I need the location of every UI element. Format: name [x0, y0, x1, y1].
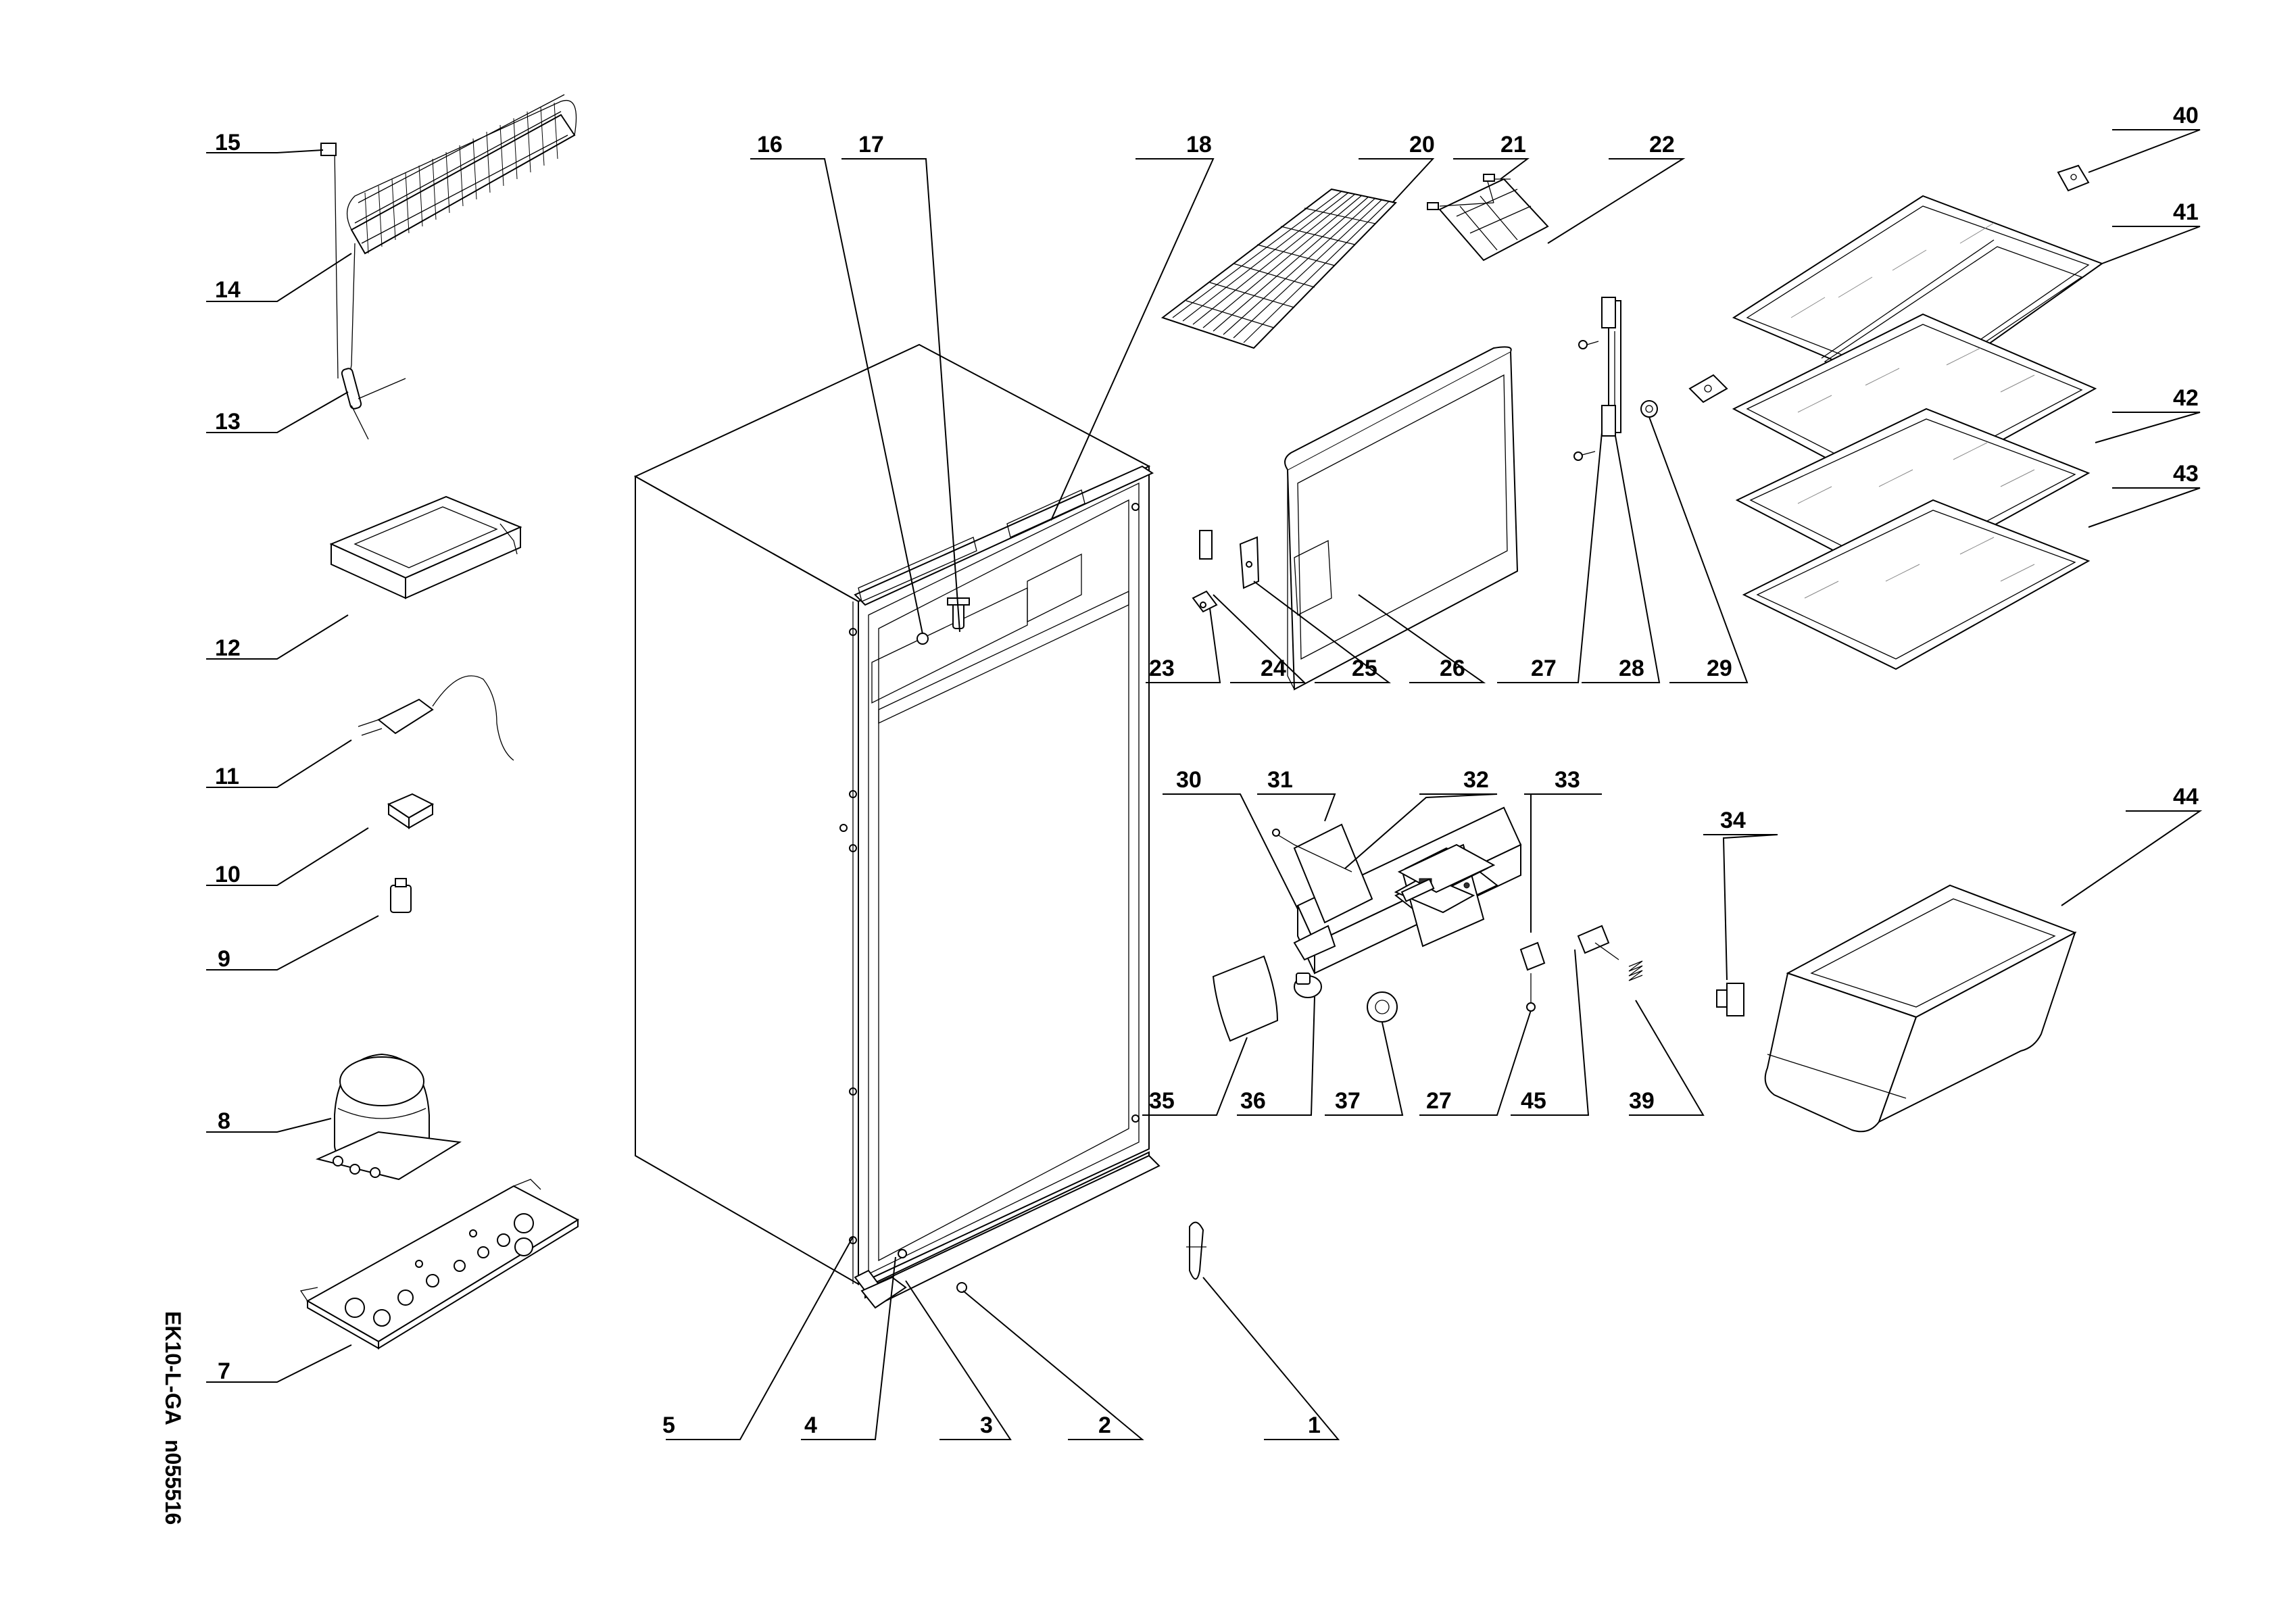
shelf-texture [1790, 222, 2035, 599]
label-10: 10 [215, 862, 241, 887]
lamp-bulb-part [1294, 973, 1322, 998]
label-20: 20 [1409, 132, 1435, 157]
glass-shelf-44 [1742, 499, 2091, 670]
model-code-text: EK10-L-GA [161, 1311, 185, 1425]
drawing-number-text: n055516 [161, 1440, 185, 1525]
label-2: 2 [1098, 1412, 1111, 1438]
label-9: 9 [218, 946, 230, 972]
freezer-hinge-parts [1192, 530, 1260, 613]
door-bracket-part [1573, 297, 1621, 461]
label-33: 33 [1555, 767, 1580, 793]
label-18: 18 [1186, 132, 1212, 157]
label-12: 12 [215, 635, 241, 661]
washer-part [1640, 400, 1658, 418]
overload-protector-part [390, 878, 412, 913]
label-31: 31 [1267, 767, 1293, 793]
label-15: 15 [215, 130, 241, 155]
label-14: 14 [215, 277, 241, 303]
spring-part [1628, 960, 1643, 981]
crisper-drawer-part [1764, 884, 2077, 1133]
label-29: 29 [1707, 656, 1732, 681]
ice-tray-part [1427, 174, 1549, 262]
label-27b: 27 [1426, 1088, 1452, 1114]
leader-lines [206, 129, 2203, 1440]
label-22: 22 [1649, 132, 1675, 157]
label-13: 13 [215, 409, 241, 435]
wire-shelf-part [1161, 188, 1397, 349]
label-1: 1 [1308, 1412, 1321, 1438]
label-26: 26 [1440, 656, 1465, 681]
top-hinge-part [2057, 164, 2090, 192]
power-plug-part [358, 675, 514, 761]
door-switch-part [1577, 925, 1619, 960]
label-16: 16 [757, 132, 783, 157]
knob-part [1367, 991, 1398, 1023]
actuator-part [1716, 983, 1744, 1016]
label-24: 24 [1261, 656, 1286, 681]
label-25: 25 [1352, 656, 1377, 681]
compressor-base-plate-part [299, 1179, 580, 1350]
label-40: 40 [2173, 103, 2199, 128]
compressor-part [315, 1053, 462, 1181]
label-21: 21 [1500, 132, 1526, 157]
relay-part [387, 793, 435, 829]
hinge-plate-part [1688, 374, 1728, 403]
label-34: 34 [1720, 808, 1746, 833]
label-17: 17 [858, 132, 884, 157]
label-41: 41 [2173, 199, 2199, 225]
label-4: 4 [804, 1412, 817, 1438]
refrigerator-cabinet-part [633, 343, 1161, 1309]
filter-drier-part [341, 368, 406, 440]
label-32: 32 [1463, 767, 1489, 793]
label-35: 35 [1149, 1088, 1175, 1114]
capillary-sensor-part [1272, 829, 1352, 873]
label-23: 23 [1149, 656, 1175, 681]
label-30: 30 [1176, 767, 1202, 793]
label-42: 42 [2173, 385, 2199, 411]
label-3: 3 [980, 1412, 993, 1438]
lamp-cover-part [1212, 955, 1279, 1042]
label-8: 8 [218, 1108, 230, 1134]
label-44: 44 [2173, 784, 2199, 810]
label-11: 11 [215, 764, 239, 789]
freezer-door-part [1284, 346, 1519, 691]
label-43: 43 [2173, 461, 2199, 487]
drip-tray-part [329, 495, 522, 599]
door-handle-part [1186, 1221, 1206, 1280]
part-number-labels: 15 14 13 12 11 10 9 8 7 16 17 18 20 21 2… [215, 103, 2199, 1438]
condenser-part [334, 94, 577, 393]
thermostat-control-board-part [1394, 843, 1496, 914]
clip-part [320, 143, 337, 156]
label-28: 28 [1619, 656, 1644, 681]
label-37: 37 [1335, 1088, 1361, 1114]
label-45: 45 [1521, 1088, 1546, 1114]
label-5: 5 [662, 1412, 675, 1438]
label-7: 7 [218, 1358, 230, 1384]
lamp-holder-part [1293, 925, 1336, 961]
label-39: 39 [1629, 1088, 1655, 1114]
label-27a: 27 [1531, 656, 1557, 681]
label-36: 36 [1240, 1088, 1266, 1114]
switch-part [1519, 941, 1546, 1012]
